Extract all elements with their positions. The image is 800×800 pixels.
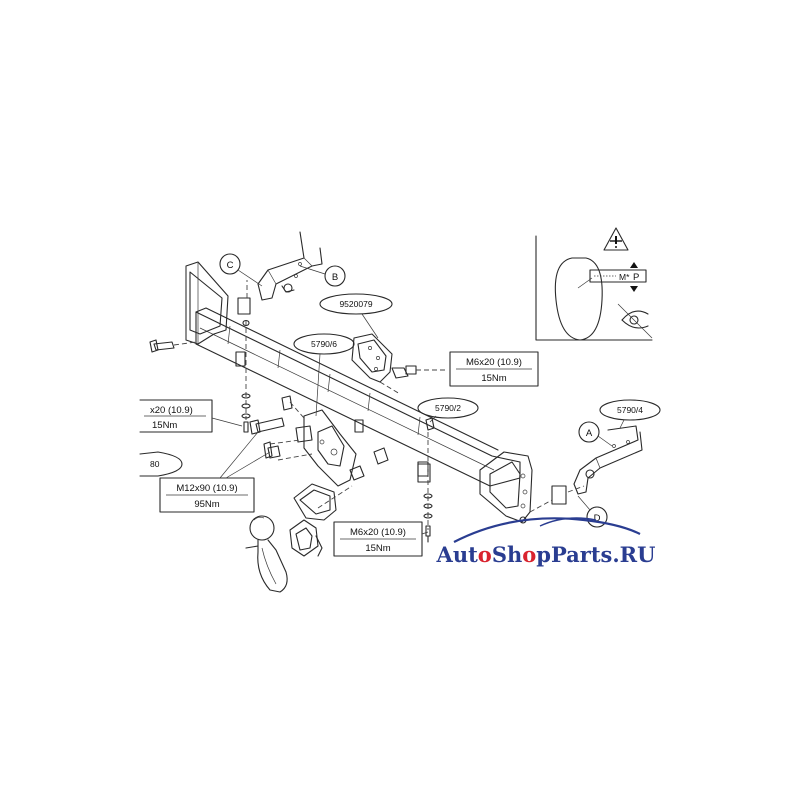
svg-text:A: A bbox=[586, 428, 593, 439]
watermark-text-part-2: Sh bbox=[492, 542, 522, 567]
spec-box-bottom: M6x20 (10.9) 15Nm bbox=[333, 521, 429, 557]
eye-icon bbox=[617, 303, 653, 339]
bracket-9520079 bbox=[351, 333, 448, 395]
spec-box-m12: M12x90 (10.9) 95Nm bbox=[159, 431, 271, 513]
spec-box-right-top: M6x20 (10.9) 15Nm bbox=[449, 351, 539, 387]
svg-text:5790/4: 5790/4 bbox=[617, 405, 643, 415]
svg-text:M6x20 (10.9): M6x20 (10.9) bbox=[350, 527, 406, 538]
svg-text:5790/2: 5790/2 bbox=[435, 403, 461, 413]
tow-ball-mount-bracket bbox=[269, 395, 389, 487]
warning-triangle-icon bbox=[603, 227, 629, 251]
right-side-bracket bbox=[479, 451, 533, 523]
watermark-text: AutoShopParts.RU bbox=[436, 542, 656, 567]
tow-bar-crossbeam bbox=[195, 307, 521, 487]
svg-text:D: D bbox=[594, 513, 601, 524]
spec-box-left-partial: x20 (10.9) 15Nm bbox=[139, 399, 243, 433]
svg-text:15Nm: 15Nm bbox=[152, 420, 177, 431]
watermark-o-accent-2: o bbox=[522, 542, 536, 567]
part-label-9520079: 9520079 bbox=[319, 293, 393, 339]
svg-text:15Nm: 15Nm bbox=[481, 373, 506, 384]
tow-ball-assembly bbox=[245, 515, 288, 593]
part-label-5790-6: 5790/6 bbox=[293, 333, 355, 417]
part-label-partial-left: 80 bbox=[139, 451, 183, 477]
right-plate-fasteners bbox=[417, 417, 435, 543]
right-mount-plate bbox=[519, 425, 643, 524]
svg-text:95Nm: 95Nm bbox=[194, 499, 219, 510]
watermark-text-part-3: pParts.RU bbox=[536, 542, 655, 567]
watermark-text-part-1: Aut bbox=[436, 542, 479, 567]
m12-bolts bbox=[249, 417, 285, 459]
svg-text:C: C bbox=[227, 260, 234, 271]
svg-text:M*: M* bbox=[619, 272, 630, 282]
svg-text:80: 80 bbox=[150, 459, 160, 469]
svg-text:M12x90 (10.9): M12x90 (10.9) bbox=[176, 483, 237, 494]
left-side-bracket bbox=[185, 261, 229, 345]
electric-socket-bracket bbox=[289, 483, 353, 557]
svg-text:B: B bbox=[332, 272, 338, 283]
callout-d: D bbox=[577, 495, 608, 528]
part-label-5790-4: 5790/4 bbox=[599, 399, 661, 429]
svg-text:x20 (10.9): x20 (10.9) bbox=[150, 405, 193, 416]
watermark-o-accent: o bbox=[478, 542, 492, 567]
watermark-logo: AutoShopParts.RU bbox=[436, 517, 656, 567]
callout-a: A bbox=[578, 421, 613, 447]
svg-text:P: P bbox=[633, 272, 639, 283]
part-label-5790-2: 5790/2 bbox=[417, 397, 479, 423]
svg-text:15Nm: 15Nm bbox=[365, 543, 390, 554]
svg-text:M6x20 (10.9): M6x20 (10.9) bbox=[466, 357, 522, 368]
callout-c: C bbox=[219, 253, 263, 287]
svg-text:9520079: 9520079 bbox=[339, 299, 372, 309]
callout-b: B bbox=[299, 265, 346, 287]
top-left-mount-plate bbox=[257, 231, 323, 301]
inset-detail-box: M* P bbox=[535, 227, 653, 341]
svg-text:5790/6: 5790/6 bbox=[311, 339, 337, 349]
left-plate-fasteners bbox=[149, 280, 251, 433]
